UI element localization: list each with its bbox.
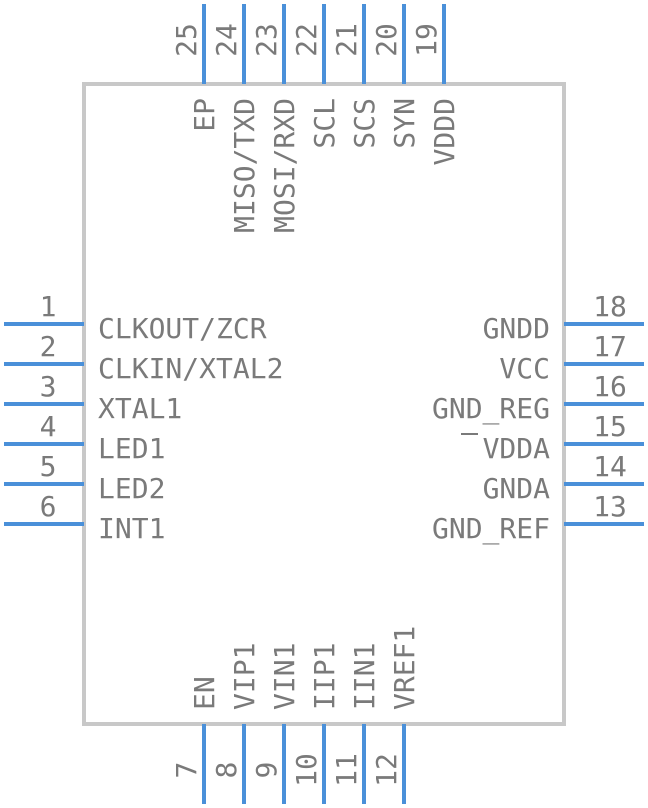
pin-number-18: 18 xyxy=(593,290,627,323)
pin-label-15: VDDA xyxy=(483,432,551,465)
pin-number-6: 6 xyxy=(40,490,57,523)
pin-label-8: VIP1 xyxy=(228,643,261,710)
pin-label-17: VCC xyxy=(499,352,550,385)
pin-label-5: LED2 xyxy=(98,472,165,505)
pin-label-16: GND_REG xyxy=(432,392,550,426)
pin-number-21: 21 xyxy=(330,23,363,57)
pin-number-11: 11 xyxy=(330,753,363,787)
pin-label-9: VIN1 xyxy=(268,643,301,710)
pin-number-7: 7 xyxy=(170,762,203,779)
pin-number-10: 10 xyxy=(290,753,323,787)
pin-label-6: INT1 xyxy=(98,512,165,545)
pin-number-25: 25 xyxy=(170,23,203,57)
pin-label-10: IIP1 xyxy=(308,643,341,710)
pin-label-18: GNDD xyxy=(483,312,550,345)
pin-label-14: GNDA xyxy=(483,472,551,505)
pin-number-14: 14 xyxy=(593,450,627,483)
pin-label-19: VDDD xyxy=(428,98,461,165)
pin-label-11: IIN1 xyxy=(348,643,381,710)
pin-number-4: 4 xyxy=(40,410,57,443)
pin-number-19: 19 xyxy=(410,23,443,57)
pin-number-1: 1 xyxy=(40,290,57,323)
pin-number-20: 20 xyxy=(370,23,403,57)
pin-number-8: 8 xyxy=(210,762,243,779)
pin-label-7: EN xyxy=(188,676,221,710)
pin-number-23: 23 xyxy=(250,23,283,57)
pin-label-24: MISO/TXD xyxy=(228,98,261,233)
pin-number-15: 15 xyxy=(593,410,627,443)
pin-number-17: 17 xyxy=(593,330,627,363)
pin-label-3: XTAL1 xyxy=(98,392,182,425)
pin-label-12: VREF1 xyxy=(388,626,421,710)
pin-label-1: CLKOUT/ZCR xyxy=(98,312,267,345)
pin-number-3: 3 xyxy=(40,370,57,403)
pin-label-22: SCL xyxy=(308,98,341,149)
pin-label-13: GND_REF xyxy=(432,512,550,546)
pin-label-25: EP xyxy=(188,98,221,132)
pin-number-9: 9 xyxy=(250,762,283,779)
pin-number-5: 5 xyxy=(40,450,57,483)
pin-label-2: CLKIN/XTAL2 xyxy=(98,352,283,385)
pin-number-22: 22 xyxy=(290,23,323,57)
pin-number-13: 13 xyxy=(593,490,627,523)
pin-number-2: 2 xyxy=(40,330,57,363)
pin-label-23: MOSI/RXD xyxy=(268,98,301,233)
pin-label-21: SCS xyxy=(348,98,381,149)
pin-label-4: LED1 xyxy=(98,432,165,465)
pin-label-20: SYN xyxy=(388,98,421,149)
pin-number-16: 16 xyxy=(593,370,627,403)
pin-number-12: 12 xyxy=(370,753,403,787)
pin-number-24: 24 xyxy=(210,23,243,57)
